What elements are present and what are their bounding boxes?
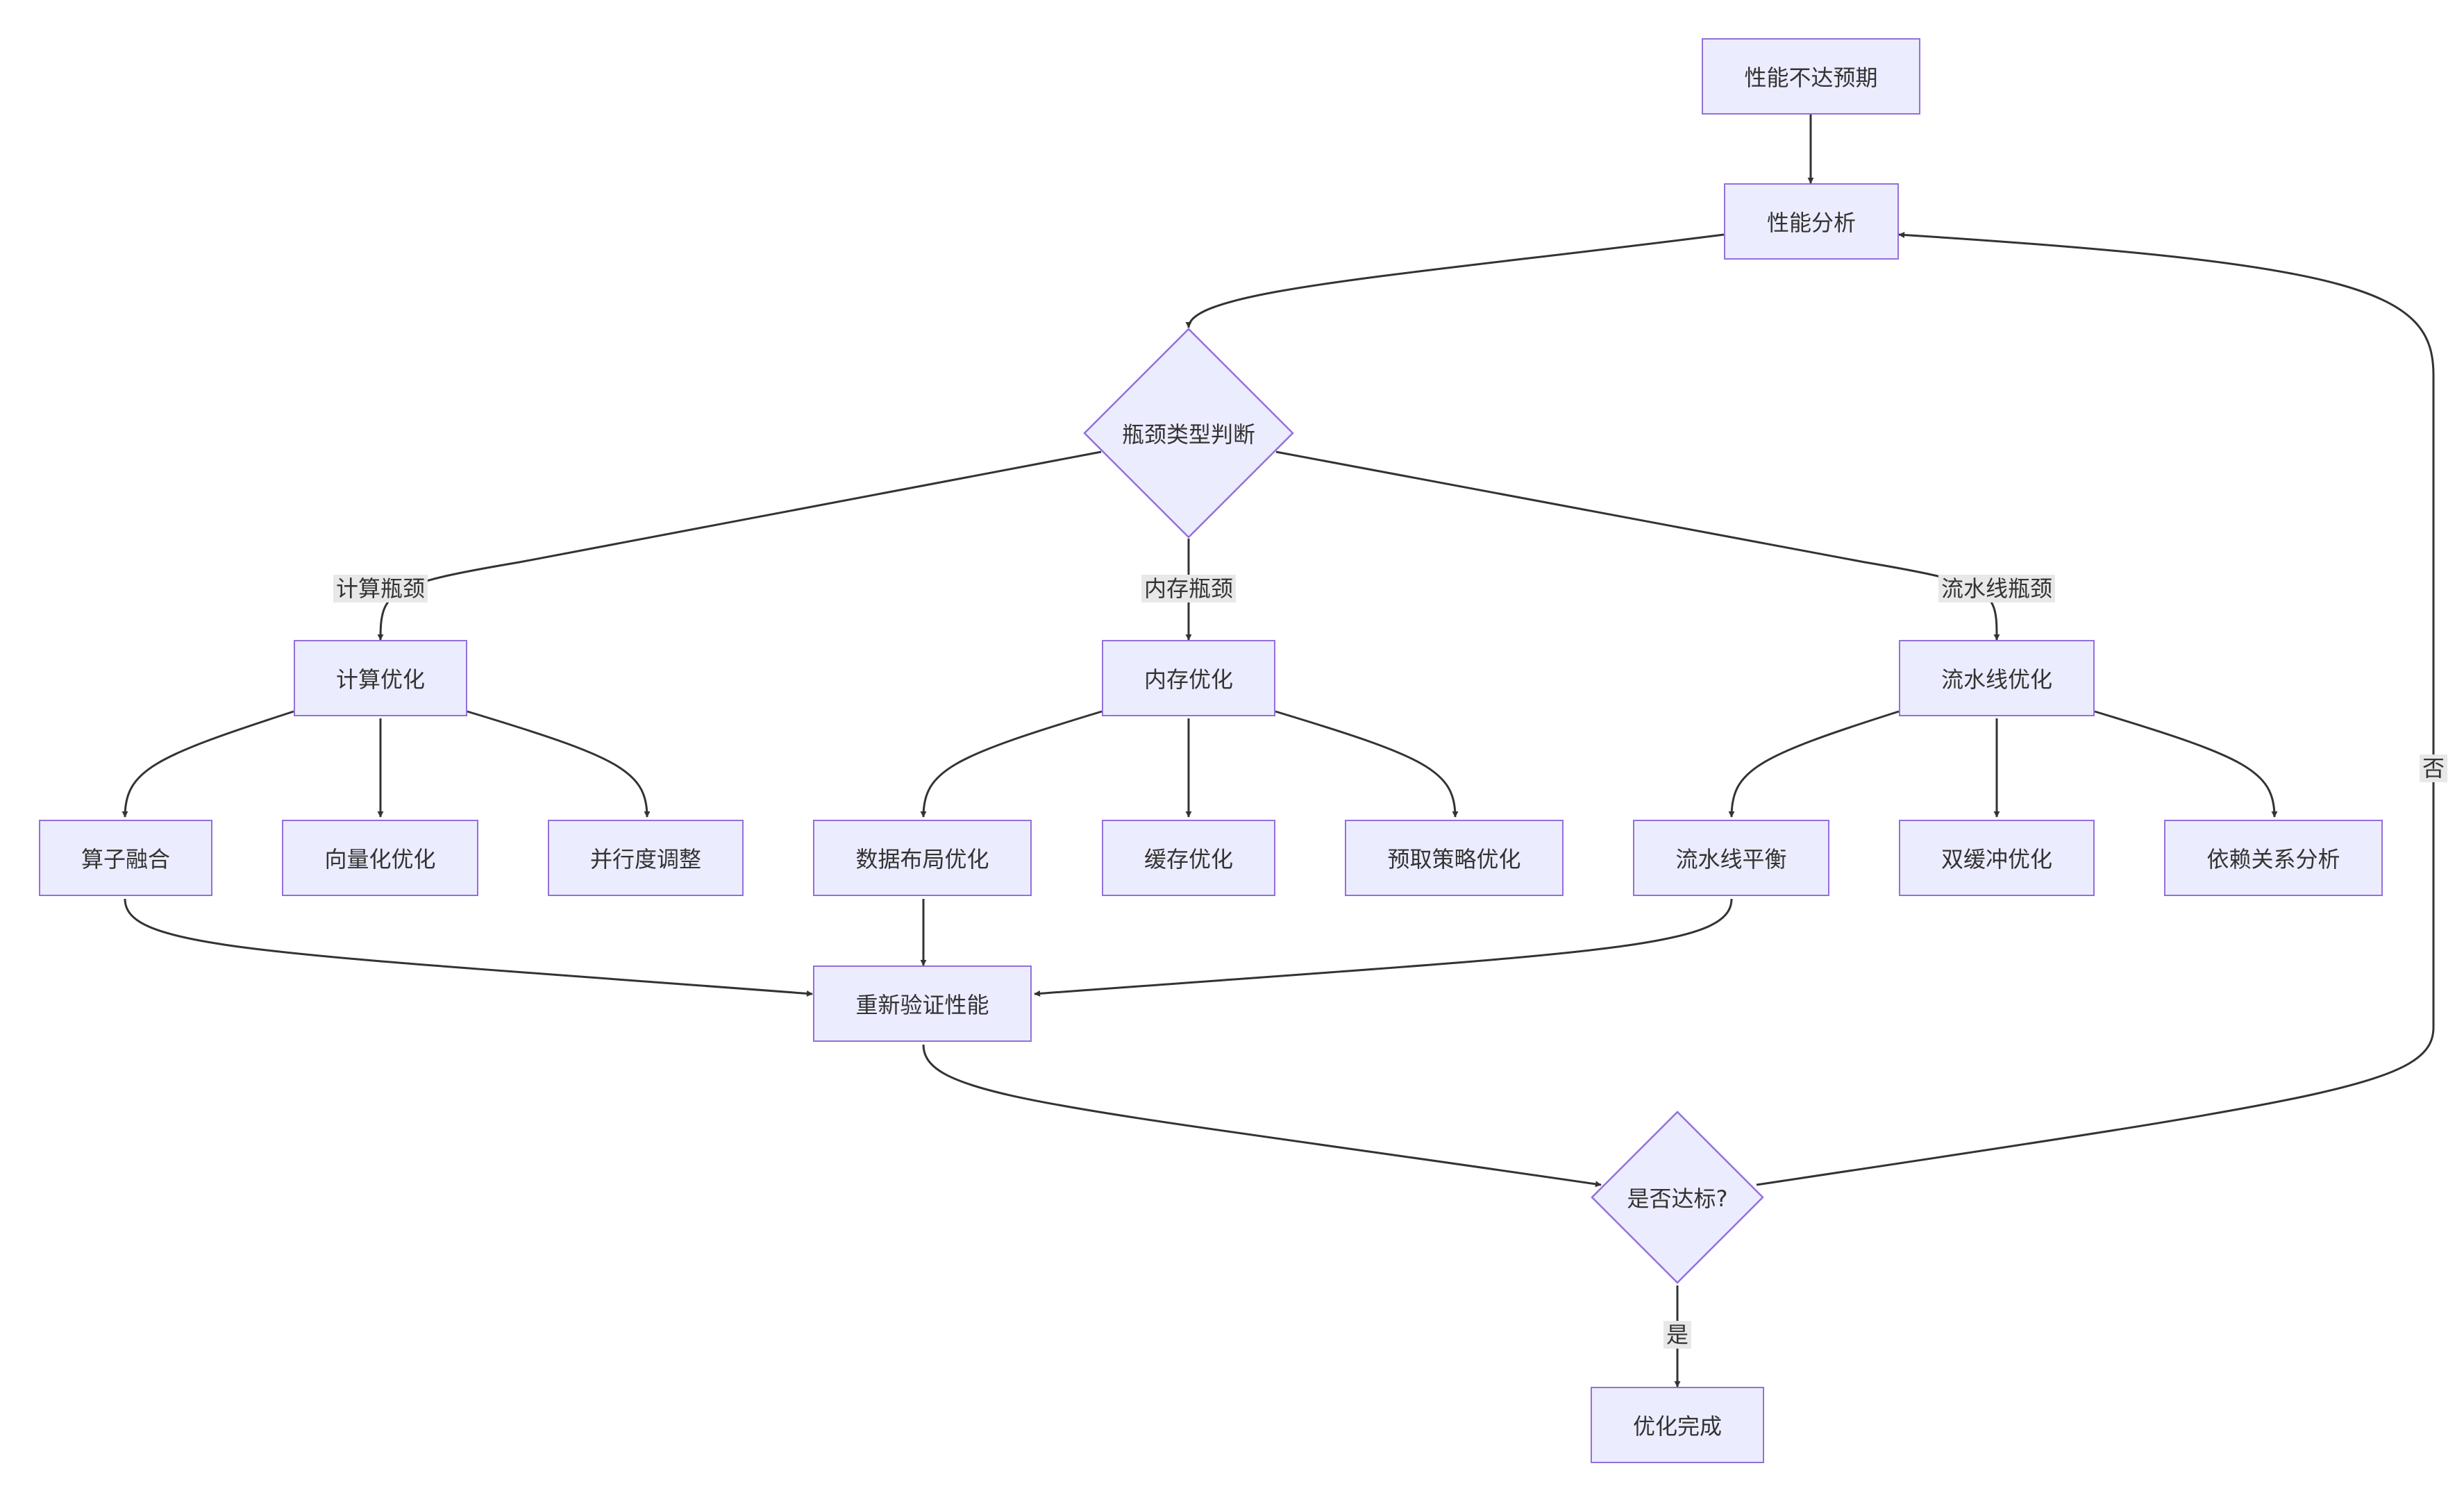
diamond-shape bbox=[1083, 328, 1294, 539]
node-memory-opt: 内存优化 bbox=[1102, 640, 1275, 716]
node-pipe-balance-label: 流水线平衡 bbox=[1675, 846, 1787, 872]
node-memory-opt-label: 内存优化 bbox=[1143, 666, 1233, 693]
node-cache: 缓存优化 bbox=[1102, 820, 1275, 896]
decision-bottleneck-type-label: 瓶颈类型判断 bbox=[1121, 421, 1255, 448]
node-data-layout: 数据布局优化 bbox=[813, 820, 1032, 896]
node-dependency: 依赖关系分析 bbox=[2164, 820, 2383, 896]
node-reverify: 重新验证性能 bbox=[813, 965, 1032, 1042]
edge-compute-fusion bbox=[121, 710, 294, 818]
node-start: 性能不达预期 bbox=[1702, 38, 1920, 115]
node-prefetch: 预取策略优化 bbox=[1345, 820, 1564, 896]
edge-pipeline-dependency bbox=[2094, 710, 2278, 818]
edge-bottleneck-pipeline bbox=[1275, 450, 2000, 641]
node-pipeline-opt-label: 流水线优化 bbox=[1941, 666, 2052, 693]
node-done-label: 优化完成 bbox=[1632, 1413, 1722, 1440]
node-reverify-label: 重新验证性能 bbox=[855, 992, 989, 1018]
node-analysis: 性能分析 bbox=[1724, 183, 1899, 260]
edge-bottleneck-compute bbox=[377, 450, 1102, 641]
node-vectorize-label: 向量化优化 bbox=[324, 846, 436, 872]
edge-balance-reverify bbox=[1034, 898, 1733, 997]
edge-compute-parallel bbox=[467, 710, 651, 818]
node-op-fusion-label: 算子融合 bbox=[81, 846, 170, 872]
node-analysis-label: 性能分析 bbox=[1766, 210, 1856, 236]
node-pipe-balance: 流水线平衡 bbox=[1633, 820, 1829, 896]
edge-fusion-reverify bbox=[124, 898, 813, 997]
node-cache-label: 缓存优化 bbox=[1143, 846, 1233, 872]
edge-label-compute-bottleneck: 计算瓶颈 bbox=[333, 575, 428, 602]
node-double-buffer: 双缓冲优化 bbox=[1899, 820, 2095, 896]
node-compute-opt: 计算优化 bbox=[294, 640, 467, 716]
decision-meets-target: 是否达标? bbox=[1591, 1111, 1764, 1284]
node-pipeline-opt: 流水线优化 bbox=[1899, 640, 2095, 716]
node-compute-opt-label: 计算优化 bbox=[335, 666, 425, 693]
node-data-layout-label: 数据布局优化 bbox=[855, 846, 989, 872]
node-op-fusion: 算子融合 bbox=[39, 820, 212, 896]
edge-pipeline-balance bbox=[1728, 710, 1900, 818]
decision-meets-target-label: 是否达标? bbox=[1627, 1186, 1728, 1212]
node-prefetch-label: 预取策略优化 bbox=[1387, 846, 1521, 872]
node-parallel-label: 并行度调整 bbox=[589, 846, 701, 872]
edge-label-memory-bottleneck: 内存瓶颈 bbox=[1141, 575, 1237, 602]
diamond-shape-target bbox=[1591, 1111, 1764, 1284]
edge-label-no: 否 bbox=[2419, 754, 2448, 782]
edge-memory-layout bbox=[920, 710, 1103, 818]
node-dependency-label: 依赖关系分析 bbox=[2206, 846, 2340, 872]
node-start-label: 性能不达预期 bbox=[1744, 65, 1878, 91]
node-done: 优化完成 bbox=[1591, 1387, 1764, 1463]
node-parallel: 并行度调整 bbox=[548, 820, 744, 896]
decision-bottleneck-type: 瓶颈类型判断 bbox=[1083, 328, 1294, 539]
edge-memory-prefetch bbox=[1275, 710, 1459, 818]
edge-reverify-target bbox=[922, 1044, 1602, 1188]
edge-label-pipeline-bottleneck: 流水线瓶颈 bbox=[1938, 575, 2056, 602]
node-vectorize: 向量化优化 bbox=[282, 820, 478, 896]
edge-analysis-bottleneck bbox=[1185, 233, 1725, 328]
node-double-buffer-label: 双缓冲优化 bbox=[1941, 846, 2052, 872]
edge-target-analysis bbox=[1756, 232, 2435, 1186]
edge-label-yes: 是 bbox=[1663, 1321, 1692, 1349]
